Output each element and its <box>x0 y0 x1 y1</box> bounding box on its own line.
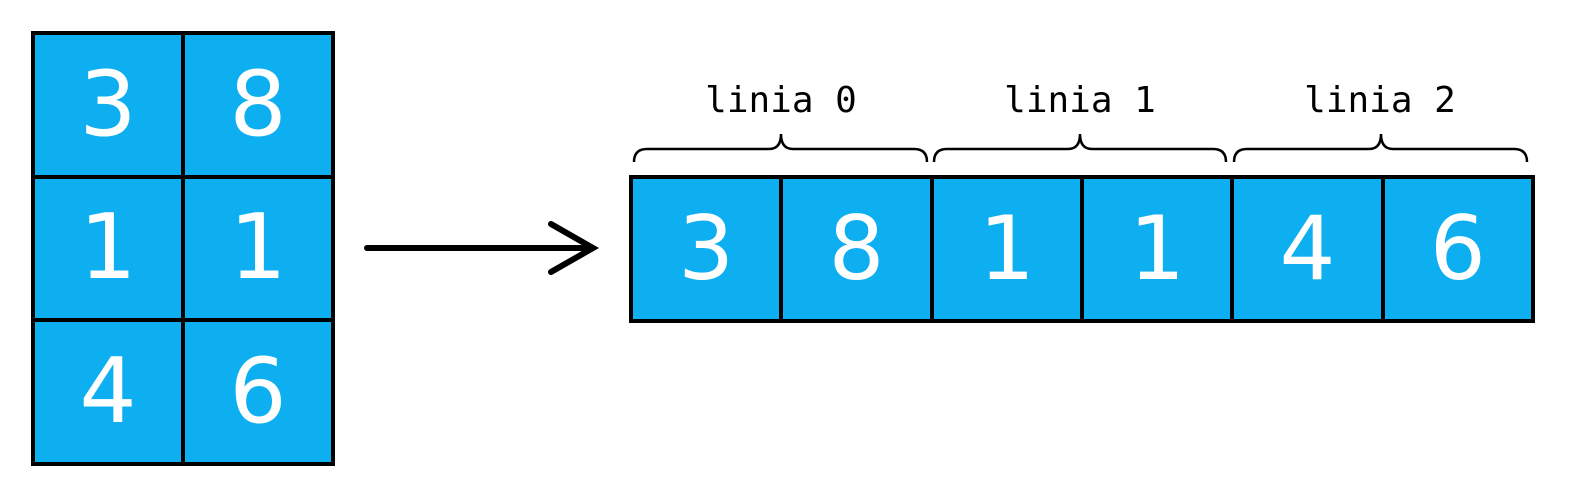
array-cell: 1 <box>933 179 1080 319</box>
matrix-2d: 3 8 1 1 4 6 <box>31 31 335 466</box>
array-cell: 6 <box>1384 179 1531 319</box>
right-arrow-icon <box>364 221 600 275</box>
array-cell: 3 <box>633 179 780 319</box>
array-cell: 1 <box>1083 179 1231 319</box>
matrix-cell: 1 <box>185 178 331 319</box>
row-label: linia 1 <box>1004 80 1156 121</box>
row-label: linia 0 <box>705 80 857 121</box>
matrix-cell: 1 <box>35 178 181 319</box>
curly-brace-icon <box>632 133 929 163</box>
matrix-cell: 3 <box>35 35 181 175</box>
curly-brace-icon <box>932 133 1228 163</box>
array-cell: 8 <box>783 179 930 319</box>
matrix-cell: 8 <box>185 35 331 175</box>
row-label: linia 2 <box>1304 80 1456 121</box>
matrix-cell: 4 <box>35 322 181 462</box>
matrix-cell: 6 <box>185 322 331 462</box>
curly-brace-icon <box>1232 133 1529 163</box>
array-1d: 3 8 1 1 4 6 <box>629 175 1535 323</box>
array-cell: 4 <box>1234 179 1381 319</box>
